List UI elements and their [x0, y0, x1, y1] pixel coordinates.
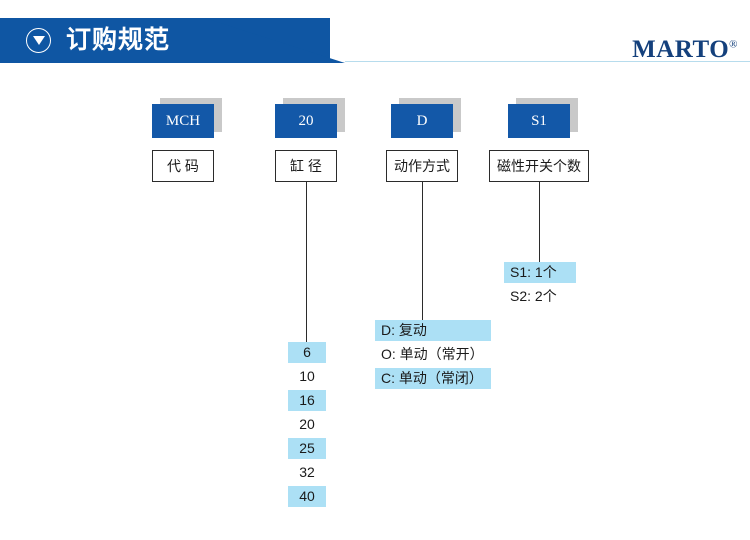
- page-title: 订购规范: [66, 26, 171, 54]
- option-item[interactable]: 6: [288, 342, 326, 363]
- option-list-action-type: D: 复动 O: 单动（常开） C: 单动（常闭）: [375, 320, 491, 392]
- label-box-4: 磁性开关个数: [489, 150, 589, 182]
- option-item[interactable]: D: 复动: [375, 320, 491, 341]
- code-box-3[interactable]: D: [391, 104, 453, 138]
- option-item[interactable]: O: 单动（常开）: [381, 346, 484, 362]
- option-item[interactable]: S2: 2个: [510, 288, 557, 304]
- label-box-3: 动作方式: [386, 150, 458, 182]
- option-item[interactable]: 32: [299, 464, 315, 480]
- code-box-1[interactable]: MCH: [152, 104, 214, 138]
- triangle-glyph: [32, 35, 45, 45]
- option-item[interactable]: 40: [288, 486, 326, 507]
- circle-down-triangle-icon: [26, 28, 51, 53]
- option-item[interactable]: S1: 1个: [504, 262, 576, 283]
- code-box-2[interactable]: 20: [275, 104, 337, 138]
- connector-line-3: [422, 182, 423, 320]
- code-box-4[interactable]: S1: [508, 104, 570, 138]
- brand-name: MARTO: [632, 36, 730, 63]
- registered-mark-icon: ®: [729, 38, 738, 51]
- connector-line-4: [539, 182, 540, 262]
- option-item[interactable]: C: 单动（常闭）: [375, 368, 491, 389]
- option-list-magnetic-switch-count: S1: 1个 S2: 2个: [504, 262, 576, 310]
- connector-line-2: [306, 182, 307, 342]
- option-item[interactable]: 20: [299, 416, 315, 432]
- option-list-cylinder-bore: 6 10 16 20 25 32 40: [288, 342, 326, 510]
- option-item[interactable]: 10: [299, 368, 315, 384]
- brand-logo: MARTO®: [632, 36, 738, 64]
- option-item[interactable]: 25: [288, 438, 326, 459]
- label-box-1: 代 码: [152, 150, 214, 182]
- header-underline: [345, 61, 750, 62]
- option-item[interactable]: 16: [288, 390, 326, 411]
- label-box-2: 缸 径: [275, 150, 337, 182]
